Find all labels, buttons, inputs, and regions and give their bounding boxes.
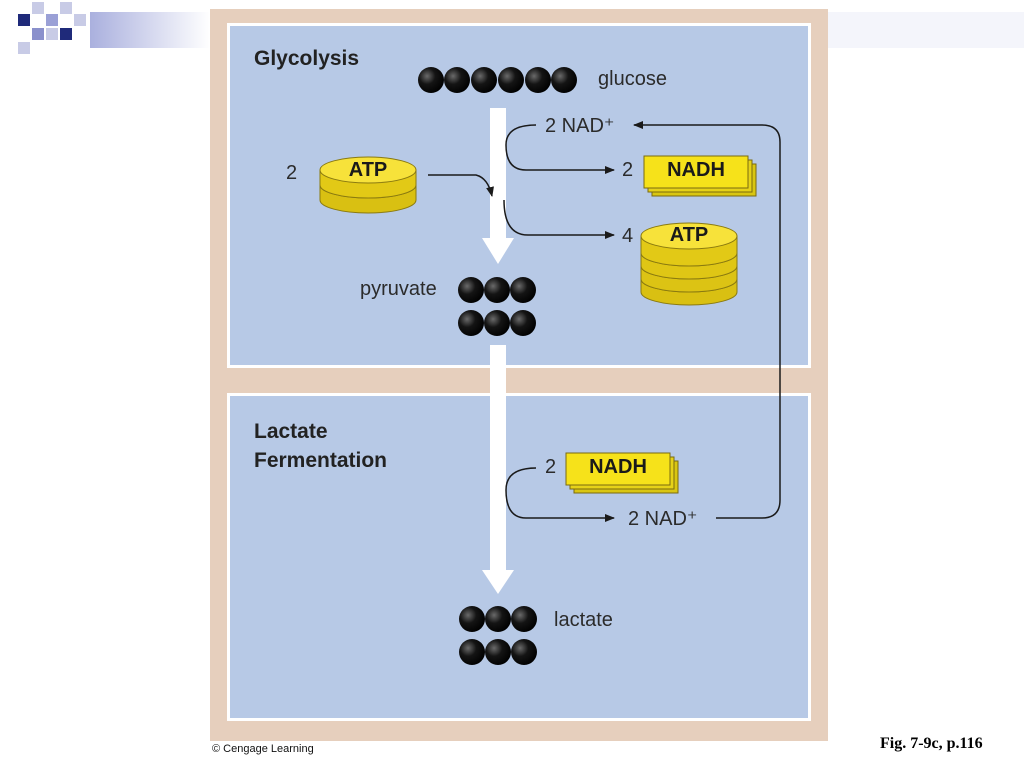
carbon-atom [459, 639, 485, 665]
nadh-to-nad-arrow [505, 467, 615, 522]
carbon-atom [459, 606, 485, 632]
carbon-atom [485, 606, 511, 632]
nad-regeneration-loop [633, 121, 781, 519]
pyruvate-label: pyruvate [360, 278, 437, 300]
lactate-molecules [459, 606, 537, 665]
slide-decoration [18, 2, 1024, 54]
deco-square [60, 2, 72, 14]
lactate-label: lactate [554, 609, 613, 631]
nadh-box-glycolysis [643, 155, 757, 197]
carbon-atom [484, 310, 510, 336]
carbon-atom [511, 639, 537, 665]
carbon-atom [511, 606, 537, 632]
deco-square [46, 14, 58, 26]
carbon-atom [458, 277, 484, 303]
carbon-atom [551, 67, 577, 93]
nad-output-label: 2 NAD⁺ [628, 508, 698, 530]
deco-square [32, 2, 44, 14]
deco-square [60, 28, 72, 40]
top-band-right [828, 12, 1024, 48]
atp-input-label: ATP [348, 159, 388, 181]
carbon-atom [498, 67, 524, 93]
carbon-atom [510, 277, 536, 303]
atp-input-stack [319, 156, 417, 214]
carbon-atom [444, 67, 470, 93]
atp-input-arrow [428, 174, 494, 197]
fermentation-title-line2: Fermentation [254, 449, 388, 472]
nad-input-label: 2 NAD⁺ [545, 115, 615, 137]
pyruvate-molecules [458, 277, 536, 336]
deco-square [74, 14, 86, 26]
nadh-box-fermentation [565, 452, 679, 494]
nadh-label: NADH [667, 159, 725, 181]
atp-output-label: ATP [669, 224, 709, 246]
carbon-atom [510, 310, 536, 336]
fermentation-panel [227, 393, 811, 721]
deco-square [18, 42, 30, 54]
carbon-atom [471, 67, 497, 93]
atp-output-arrow [503, 199, 615, 239]
glucose-molecule [418, 67, 577, 93]
carbon-atom [525, 67, 551, 93]
nadh-label-fermentation: NADH [589, 456, 647, 478]
glucose-label: glucose [598, 68, 667, 90]
glycolysis-title: Glycolysis [254, 47, 360, 70]
deco-square [32, 28, 44, 40]
top-band-left [90, 12, 210, 48]
carbon-atom [484, 277, 510, 303]
nadh-count-fermentation: 2 [545, 456, 557, 478]
atp-output-count: 4 [622, 225, 634, 247]
main-flow-arrow [482, 108, 514, 594]
nadh-count: 2 [622, 159, 634, 181]
nad-to-nadh-arrow [505, 124, 615, 174]
atp-output-stack [640, 222, 738, 306]
carbon-atom [458, 310, 484, 336]
deco-square [18, 14, 30, 26]
carbon-atom [418, 67, 444, 93]
figure-reference: Fig. 7-9c, p.116 [880, 735, 983, 752]
atp-input-count: 2 [286, 162, 298, 184]
copyright-notice: © Cengage Learning [212, 743, 314, 755]
carbon-atom [485, 639, 511, 665]
deco-square [46, 28, 58, 40]
fermentation-title-line1: Lactate [254, 420, 328, 443]
